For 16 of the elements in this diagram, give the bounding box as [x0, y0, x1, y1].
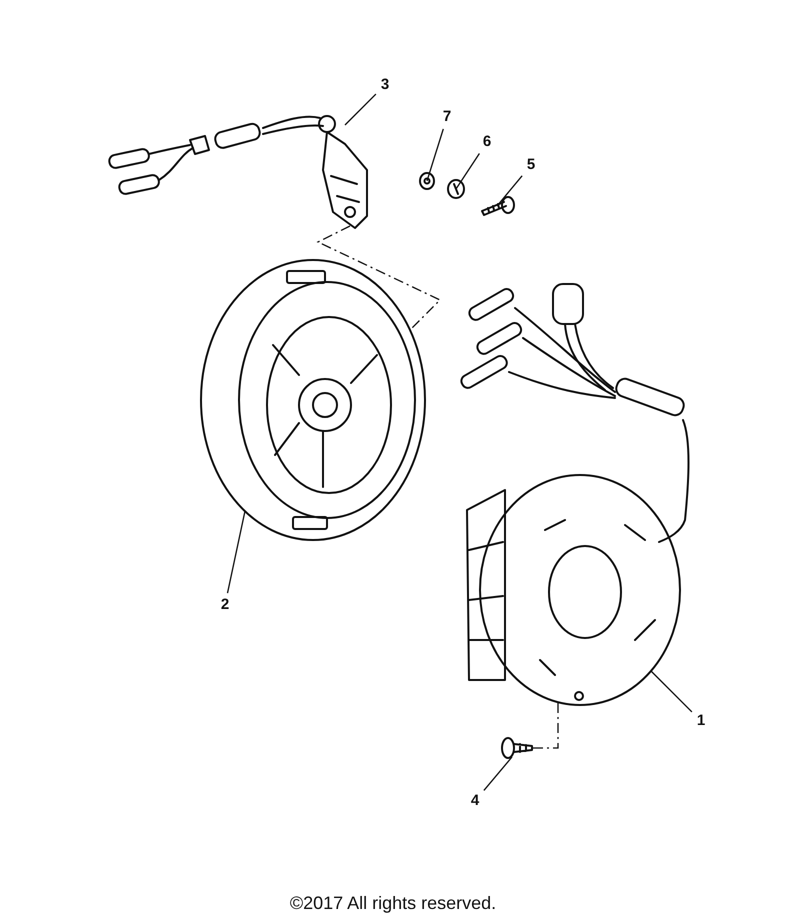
callout-number: 4: [468, 792, 482, 810]
callout-number: 6: [480, 133, 494, 151]
callout-number: 7: [440, 108, 454, 126]
copyright-note: ©2017 All rights reserved.: [288, 893, 498, 914]
assembly-line: [533, 703, 559, 749]
leader-line: [426, 128, 444, 182]
callout-number: 5: [524, 156, 538, 174]
leader-line: [483, 756, 512, 791]
leader-line: [650, 670, 692, 712]
assembly-line: [316, 225, 442, 330]
leader-line: [455, 153, 480, 190]
callout-number: 2: [218, 596, 232, 614]
leader-line: [226, 510, 246, 594]
callout-number: 1: [694, 712, 708, 730]
callout-number: 3: [378, 76, 392, 94]
leader-line: [344, 94, 376, 126]
